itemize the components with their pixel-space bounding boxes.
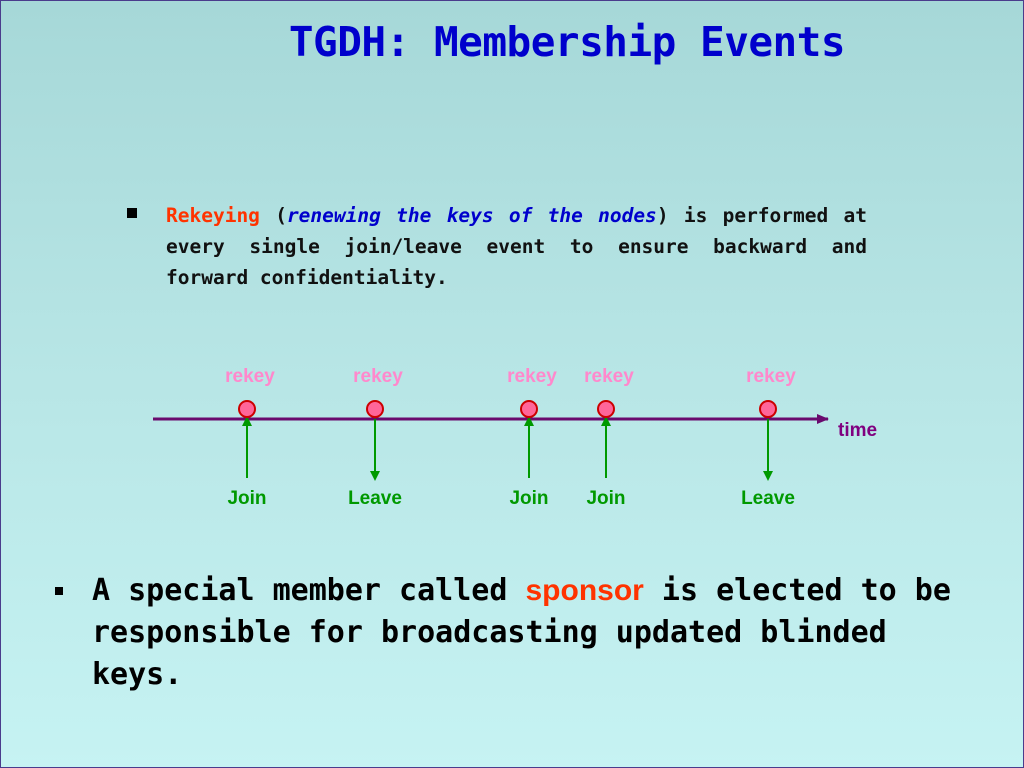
bullet-sponsor: A special member called sponsor is elect… <box>55 570 955 696</box>
rekey-label: rekey <box>353 366 403 387</box>
event-label-join: Join <box>586 488 625 509</box>
rekey-node <box>759 400 777 418</box>
rekey-node <box>597 400 615 418</box>
event-label-leave: Leave <box>348 488 402 509</box>
rekeying-definition: renewing the keys of the nodes <box>286 204 657 227</box>
rekey-label: rekey <box>584 366 634 387</box>
event-label-join: Join <box>509 488 548 509</box>
bullet-rekeying-text: Rekeying (renewing the keys of the nodes… <box>166 200 867 293</box>
rekey-node <box>238 400 256 418</box>
rekeying-close-paren: ) <box>656 204 669 227</box>
bullet-rekeying: Rekeying (renewing the keys of the nodes… <box>127 200 867 293</box>
time-axis-label: time <box>838 420 877 441</box>
sponsor-keyword: sponsor <box>525 574 644 607</box>
rekey-label: rekey <box>225 366 275 387</box>
bullet-square-icon <box>55 587 63 595</box>
rekeying-open-paren: ( <box>259 204 287 227</box>
rekey-label: rekey <box>746 366 796 387</box>
sponsor-after: is elected to be responsible for broadca… <box>92 573 951 692</box>
rekey-node <box>366 400 384 418</box>
rekey-label: rekey <box>507 366 557 387</box>
bullet-sponsor-text: A special member called sponsor is elect… <box>92 570 955 696</box>
rekeying-term: Rekeying <box>166 204 260 227</box>
event-label-join: Join <box>227 488 266 509</box>
timeline-diagram: time rekeyJoinrekeyLeaverekeyJoinrekeyJo… <box>153 366 877 509</box>
bullet-square-icon <box>127 208 137 218</box>
rekeying-rest: is performed at every single join/leave … <box>166 204 868 289</box>
sponsor-before: A special member called <box>92 573 526 608</box>
rekey-node <box>520 400 538 418</box>
event-label-leave: Leave <box>741 488 795 509</box>
slide-title: TGDH: Membership Events <box>288 18 846 66</box>
